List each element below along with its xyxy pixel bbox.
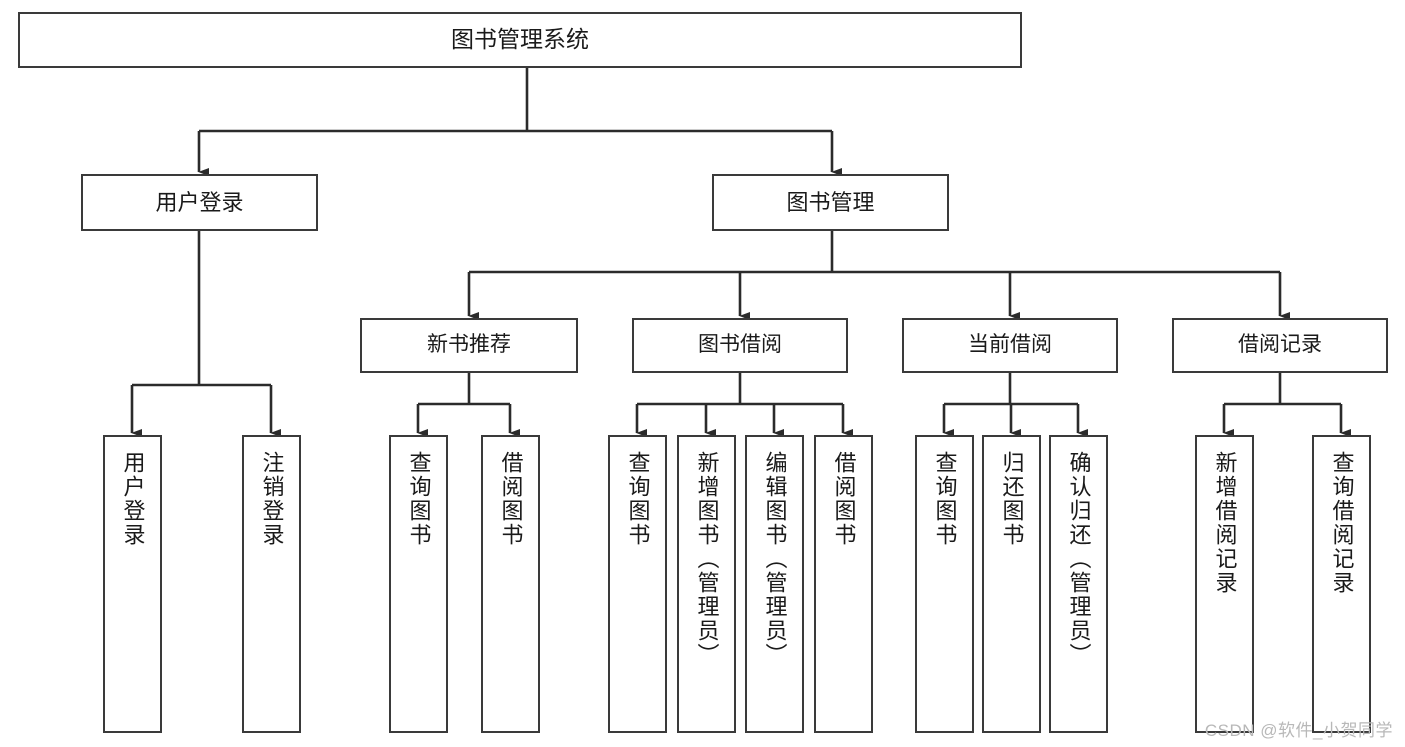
leaf-records-query-record-label: 查询借阅记录	[1329, 451, 1355, 595]
node-new-book-recommendation-label: 新书推荐	[427, 333, 511, 357]
leaf-logout-label: 注销登录	[259, 451, 285, 547]
node-root-label: 图书管理系统	[451, 26, 589, 53]
leaf-records-add-record[interactable]: 新增借阅记录	[1195, 435, 1254, 733]
leaf-current-query-books[interactable]: 查询图书	[915, 435, 974, 733]
leaf-new-book-borrow-books-label: 借阅图书	[498, 451, 524, 547]
leaf-borrowing-query-books-label: 查询图书	[625, 451, 651, 547]
leaf-borrowing-query-books[interactable]: 查询图书	[608, 435, 667, 733]
leaf-current-confirm-return-admin[interactable]: 确认归还（管理员）	[1049, 435, 1108, 733]
node-root-book-management-system[interactable]: 图书管理系统	[18, 12, 1022, 68]
leaf-records-query-record[interactable]: 查询借阅记录	[1312, 435, 1371, 733]
node-user-login[interactable]: 用户登录	[81, 174, 318, 231]
leaf-current-return-books-label: 归还图书	[999, 451, 1025, 547]
node-book-management-label: 图书管理	[786, 189, 875, 215]
node-current-borrowing[interactable]: 当前借阅	[902, 318, 1118, 373]
leaf-borrowing-borrow-books[interactable]: 借阅图书	[814, 435, 873, 733]
leaf-user-login-label: 用户登录	[120, 451, 146, 547]
node-current-borrowing-label: 当前借阅	[968, 333, 1052, 357]
leaf-current-confirm-return-admin-label: 确认归还（管理员）	[1066, 451, 1092, 667]
leaf-borrowing-add-book-admin-label: 新增图书（管理员）	[694, 451, 720, 667]
leaf-borrowing-borrow-books-label: 借阅图书	[831, 451, 857, 547]
node-borrowing-records-label: 借阅记录	[1238, 333, 1322, 357]
leaf-current-query-books-label: 查询图书	[932, 451, 958, 547]
csdn-watermark: CSDN @软件_小贺同学	[1204, 721, 1393, 740]
node-book-borrowing[interactable]: 图书借阅	[632, 318, 848, 373]
node-user-login-label: 用户登录	[155, 189, 244, 215]
leaf-new-book-query-books[interactable]: 查询图书	[389, 435, 448, 733]
leaf-records-add-record-label: 新增借阅记录	[1212, 451, 1238, 595]
node-book-borrowing-label: 图书借阅	[698, 333, 782, 357]
leaf-user-login[interactable]: 用户登录	[103, 435, 162, 733]
node-book-management[interactable]: 图书管理	[712, 174, 949, 231]
leaf-borrowing-edit-book-admin-label: 编辑图书（管理员）	[762, 451, 788, 667]
node-borrowing-records[interactable]: 借阅记录	[1172, 318, 1388, 373]
leaf-new-book-query-books-label: 查询图书	[406, 451, 432, 547]
leaf-borrowing-add-book-admin[interactable]: 新增图书（管理员）	[677, 435, 736, 733]
leaf-borrowing-edit-book-admin[interactable]: 编辑图书（管理员）	[745, 435, 804, 733]
leaf-new-book-borrow-books[interactable]: 借阅图书	[481, 435, 540, 733]
node-new-book-recommendation[interactable]: 新书推荐	[360, 318, 578, 373]
leaf-current-return-books[interactable]: 归还图书	[982, 435, 1041, 733]
leaf-logout[interactable]: 注销登录	[242, 435, 301, 733]
